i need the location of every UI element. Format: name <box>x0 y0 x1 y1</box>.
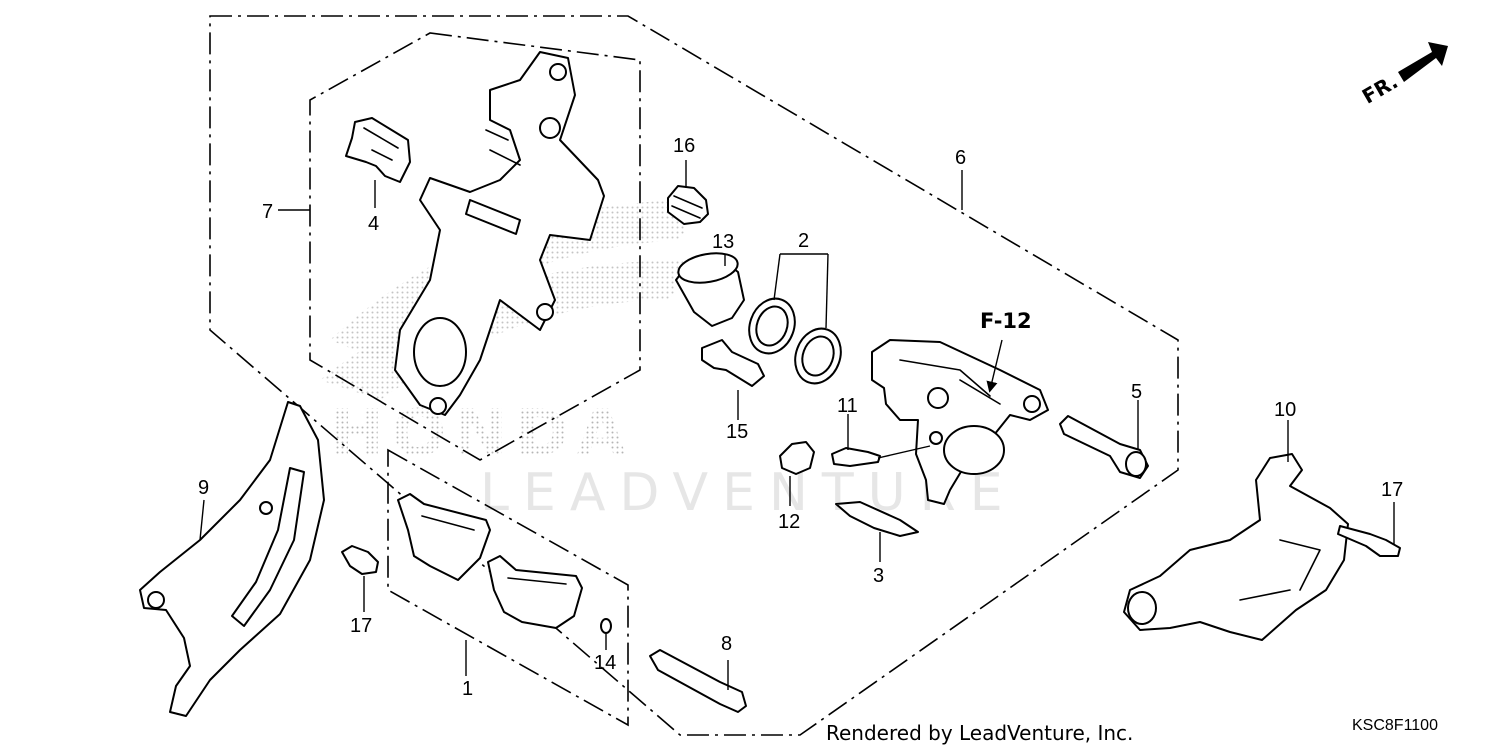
caliper-guard <box>1123 453 1349 641</box>
pad-retainer <box>835 501 919 537</box>
callout-17-right: 17 <box>1381 479 1403 501</box>
caliper-boot <box>667 185 709 225</box>
callout-11: 11 <box>837 395 858 417</box>
callout-2: 2 <box>798 230 809 252</box>
callout-16: 16 <box>673 135 695 157</box>
callout-3: 3 <box>873 565 884 587</box>
washer <box>600 618 612 634</box>
front-direction-label: FR. <box>1358 69 1402 108</box>
brake-pads <box>397 493 583 629</box>
leadventure-watermark-text: LEADVENTURE <box>480 463 1017 523</box>
flange-bolt-right <box>1337 525 1401 557</box>
caliper-body <box>871 339 1049 505</box>
callout-6: 6 <box>955 147 966 169</box>
callout-12: 12 <box>778 511 800 533</box>
callout-14: 14 <box>594 652 616 674</box>
callout-5: 5 <box>1131 381 1142 403</box>
callout-1: 1 <box>462 678 473 700</box>
front-direction-indicator: FR. <box>1358 42 1448 109</box>
callout-labels: 1 2 3 4 5 6 7 8 9 10 11 12 13 14 15 16 1… <box>198 135 1403 700</box>
pad-pin <box>649 649 747 713</box>
bleeder-cap <box>779 441 815 475</box>
callout-7: 7 <box>262 201 273 223</box>
diagram-code: KSC8F1100 <box>1352 717 1438 734</box>
section-reference-label: F-12 <box>980 309 1032 333</box>
bleeder-line <box>877 445 931 459</box>
callout-8: 8 <box>721 633 732 655</box>
callout-10: 10 <box>1274 399 1296 421</box>
caliper-assembly-boundary <box>209 15 1179 736</box>
front-arrow-icon <box>1398 42 1448 82</box>
flange-bolt-left <box>341 545 379 575</box>
callout-15: 15 <box>726 421 748 443</box>
callout-9: 9 <box>198 477 209 499</box>
pad-set-boundary <box>387 448 629 727</box>
caliper-bracket <box>394 51 605 416</box>
slide-pin <box>1059 415 1149 479</box>
callout-13: 13 <box>712 231 734 253</box>
honda-watermark-text: HONDA <box>330 397 634 471</box>
disc-guard-plate <box>139 401 325 717</box>
bracket-assembly-boundary <box>309 32 641 461</box>
callout-4: 4 <box>368 213 379 235</box>
caliper-piston <box>675 252 745 327</box>
rendered-by-credit: Rendered by LeadVenture, Inc. <box>826 721 1133 745</box>
pad-spring <box>345 117 411 183</box>
callout-17-left: 17 <box>350 615 372 637</box>
leader-lines <box>199 160 1395 690</box>
bleeder-valve <box>831 447 881 467</box>
pin-bolt <box>701 339 765 387</box>
piston-seals <box>748 297 842 385</box>
